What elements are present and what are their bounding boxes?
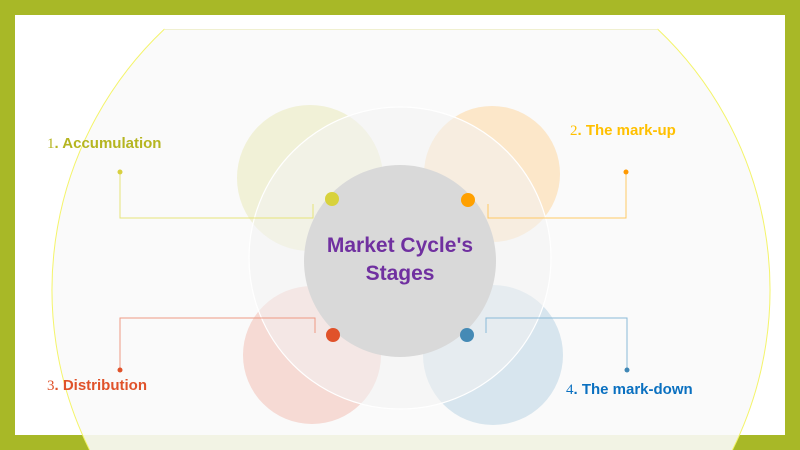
connector-accumulation: [119, 172, 314, 219]
endpoint-dot: [117, 169, 123, 175]
stage-dot-markdown: [460, 328, 474, 342]
connector-distribution: [119, 317, 316, 370]
stage-label-accumulation: 1. Accumulation: [47, 135, 161, 153]
background-arc-outline-left: [51, 28, 165, 450]
stage-dot-markup: [461, 193, 475, 207]
stage-number: 1: [47, 136, 55, 152]
stage-label-distribution: 3. Distribution: [47, 377, 147, 395]
title-line-2: Stages: [365, 262, 435, 285]
stage-title: . The mark-down: [573, 381, 693, 398]
stage-title: . The mark-up: [577, 122, 676, 139]
background-arc-outline-right: [657, 28, 771, 450]
title-line-1: Market Cycle's: [326, 234, 474, 257]
stage-dot-distribution: [326, 328, 340, 342]
stage-dot-accumulation: [325, 192, 339, 206]
stage-number: 2: [570, 123, 578, 139]
endpoint-dot: [624, 367, 630, 373]
diagram-title: Market Cycle's Stages: [304, 232, 496, 288]
stage-title: . Accumulation: [54, 135, 162, 152]
stage-label-markup: 2. The mark-up: [570, 122, 676, 140]
stage-label-markdown: 4. The mark-down: [566, 381, 693, 399]
stage-number: 4: [566, 382, 574, 398]
center-circle: [304, 165, 496, 357]
endpoint-dot: [623, 169, 629, 175]
connector-markdown: [485, 317, 628, 370]
stage-number: 3: [47, 378, 55, 394]
connector-markup: [487, 172, 627, 219]
stage-title: . Distribution: [54, 377, 148, 394]
endpoint-dot: [117, 367, 123, 373]
